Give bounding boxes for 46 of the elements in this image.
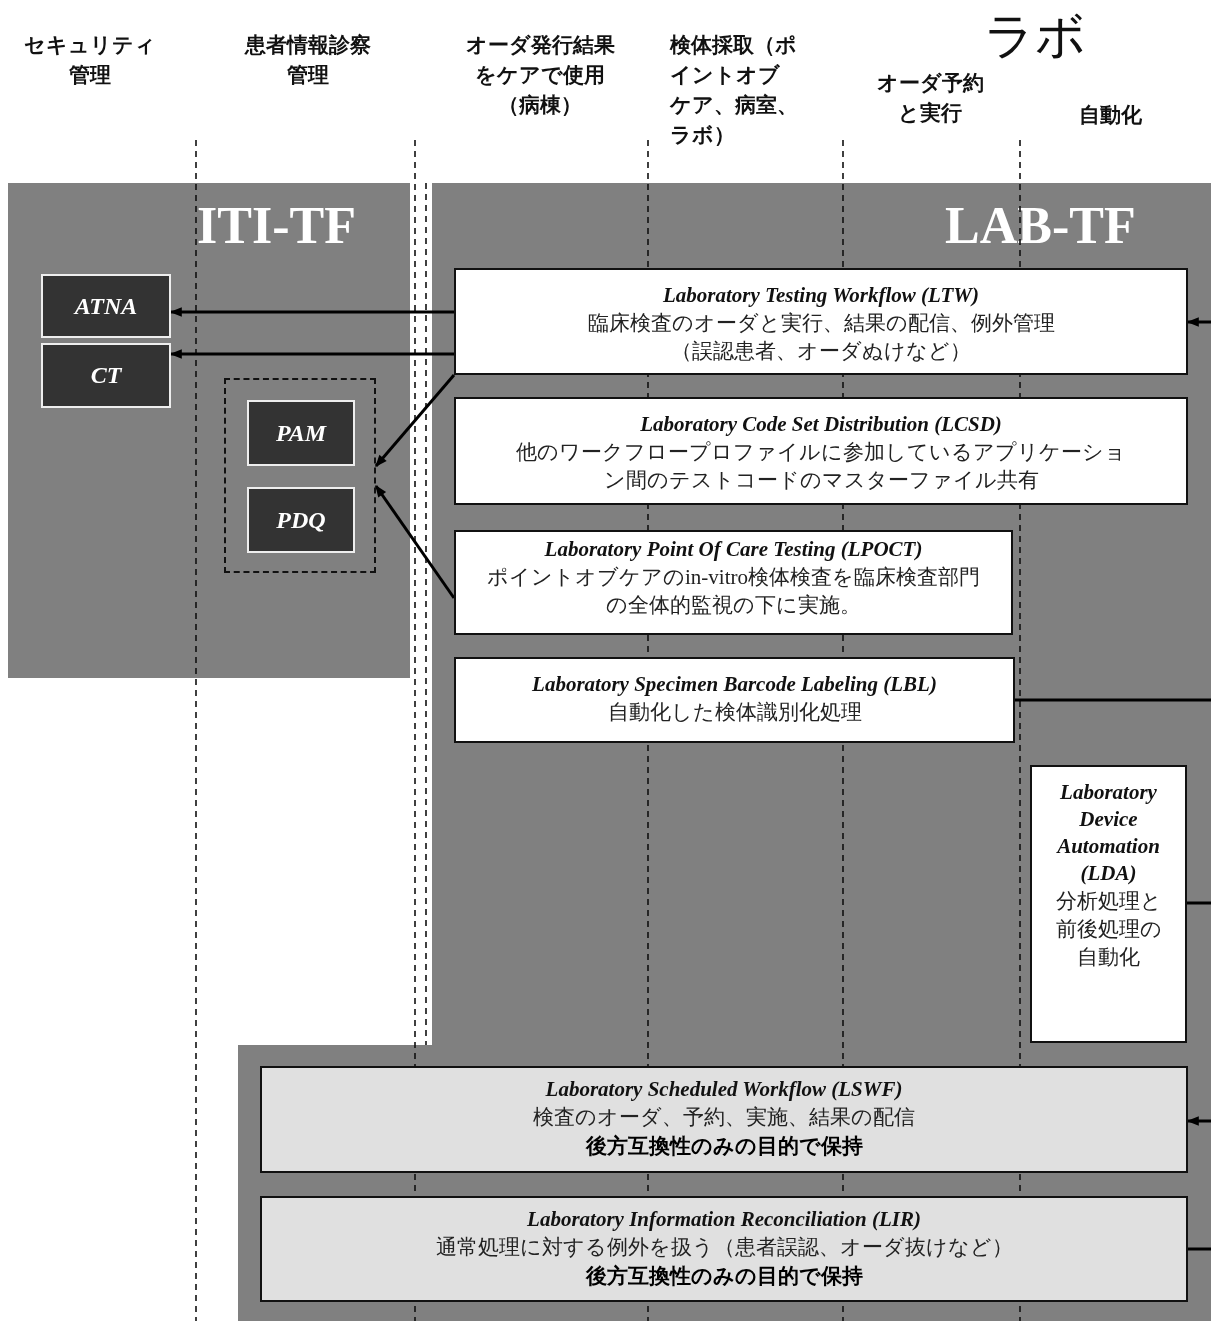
profile-title: Laboratory Code Set Distribution (LCSD): [640, 411, 1002, 438]
column-header: オーダ予約と実行: [875, 70, 985, 127]
profile-box: [454, 657, 1015, 743]
profile-box: [260, 1196, 1188, 1302]
actor-box: CT: [41, 343, 171, 408]
group-box: [224, 378, 376, 573]
profile-description: 分析処理と前後処理の自動化: [1054, 888, 1163, 971]
profile-description: 通常処理に対する例外を扱う（患者誤認、オーダ抜けなど）: [435, 1234, 1013, 1261]
arrow: [374, 485, 456, 599]
profile-title: Laboratory Point Of Care Testing (LPOCT): [544, 536, 923, 563]
profile-description: 臨床検査のオーダと実行、結果の配信、例外管理（誤認患者、オーダぬけなど）: [586, 310, 1056, 365]
column-header: オーダ発行結果をケアで使用（病棟）: [465, 32, 615, 119]
profile-box: [1030, 765, 1187, 1043]
arrow: [374, 374, 456, 467]
arrow: [169, 307, 454, 317]
column-header: 自動化: [1077, 102, 1143, 129]
profile-box: [454, 397, 1188, 505]
profile-box: [454, 268, 1188, 375]
panel-title: ITI-TF: [197, 196, 356, 256]
profile-box: [454, 530, 1013, 635]
actor-box: PAM: [247, 400, 355, 466]
arrow: [1186, 1116, 1211, 1126]
actor-box: ATNA: [41, 274, 171, 338]
profile-title: Laboratory Information Reconciliation (LIR): [527, 1206, 921, 1233]
arrow: [169, 349, 454, 359]
connector-line: [1015, 698, 1211, 702]
column-header: ラボ: [983, 8, 1087, 64]
arrow: [1186, 317, 1211, 327]
profile-description: 他のワークフロープロファイルに参加しているアプリケーション間のテストコードのマスターファイル共有: [515, 439, 1127, 494]
profile-title: Laboratory Device Automation (LDA): [1055, 779, 1161, 887]
actor-box: PDQ: [247, 487, 355, 553]
profile-note: 後方互換性のみの目的で保持: [585, 1263, 863, 1290]
column-header: セキュリティ管理: [23, 32, 157, 89]
profile-title: Laboratory Scheduled Workflow (LSWF): [545, 1076, 903, 1103]
panel-title: LAB-TF: [945, 196, 1136, 256]
profile-title: Laboratory Specimen Barcode Labeling (LBL): [532, 671, 937, 698]
profile-title: Laboratory Testing Workflow (LTW): [663, 282, 979, 309]
connector-line: [1187, 901, 1211, 905]
profile-description: 自動化した検体識別化処理: [607, 699, 862, 726]
profile-description: ポイントオブケアのin-vitro検体検査を臨床検査部門の全体的監視の下に実施。: [486, 564, 981, 619]
profile-description: 検査のオーダ、予約、実施、結果の配信: [533, 1104, 915, 1131]
connector-line: [1188, 1247, 1211, 1251]
column-header: 検体採取（ポイントオブケア、病室、ラボ）: [670, 32, 799, 149]
profile-note: 後方互換性のみの目的で保持: [585, 1133, 863, 1160]
profile-box: [260, 1066, 1188, 1173]
column-header: 患者情報診察管理: [243, 32, 372, 89]
